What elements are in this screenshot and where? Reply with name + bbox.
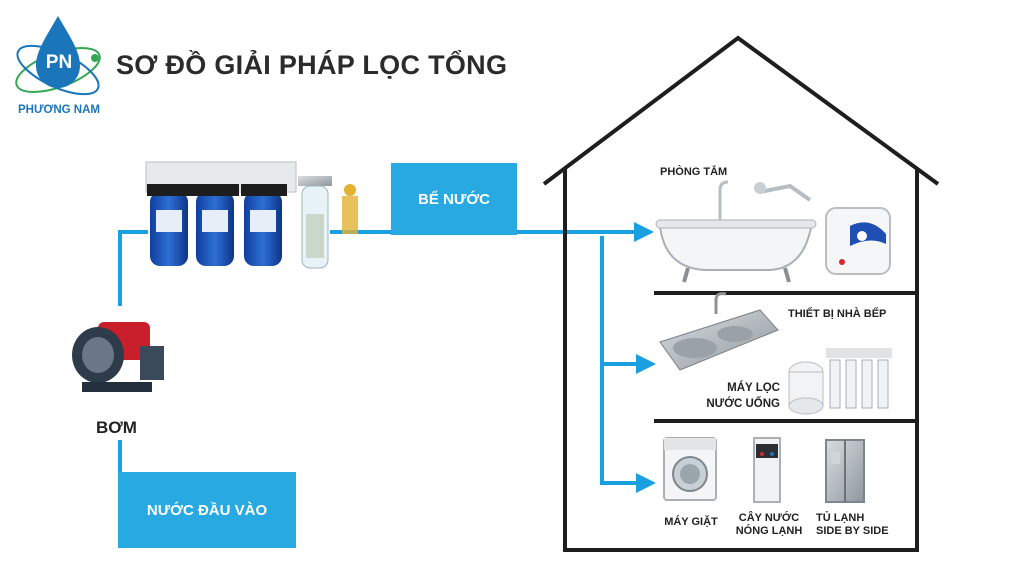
fridge-label: TỦ LẠNH SIDE BY SIDE	[816, 512, 889, 537]
washing-machine-label: MÁY GIẶT	[664, 516, 718, 528]
pump-label: BƠM	[96, 418, 137, 437]
kitchen-devices-label: THIẾT BỊ NHÀ BẾP	[788, 308, 887, 320]
water-tank-box	[391, 163, 517, 235]
brand-name: PHƯƠNG NAM	[18, 104, 100, 116]
water-input-label: NƯỚC ĐẦU VÀO	[146, 501, 268, 519]
pipes	[118, 222, 656, 500]
pump-icon	[72, 322, 164, 392]
bathroom-label: PHÒNG TẮM	[660, 166, 728, 178]
house-outline	[542, 35, 940, 552]
water-tank-label: BỂ NƯỚC	[418, 190, 490, 208]
logo-icon	[15, 16, 101, 96]
washing-machine-icon	[663, 437, 717, 501]
ro-purifier-icon	[788, 348, 892, 415]
pipe-to-kitchen	[600, 236, 656, 374]
water-dispenser-icon	[753, 437, 781, 503]
filter-system-icon	[145, 161, 358, 269]
pipe-to-appliances	[600, 364, 656, 493]
bathtub-icon	[655, 180, 817, 283]
water-heater-icon	[825, 207, 891, 275]
water-input-box	[118, 472, 296, 548]
water-purifier-label: MÁY LỌC NƯỚC UỐNG	[706, 382, 780, 410]
sink-icon	[659, 292, 779, 371]
logo-initials: PN	[45, 52, 73, 73]
page-title: SƠ ĐỒ GIẢI PHÁP LỌC TỔNG	[116, 50, 508, 80]
fridge-icon	[825, 439, 865, 503]
pipe-pump-to-filters	[118, 230, 148, 306]
water-dispenser-label: CÂY NƯỚC NÓNG LẠNH	[735, 512, 803, 537]
